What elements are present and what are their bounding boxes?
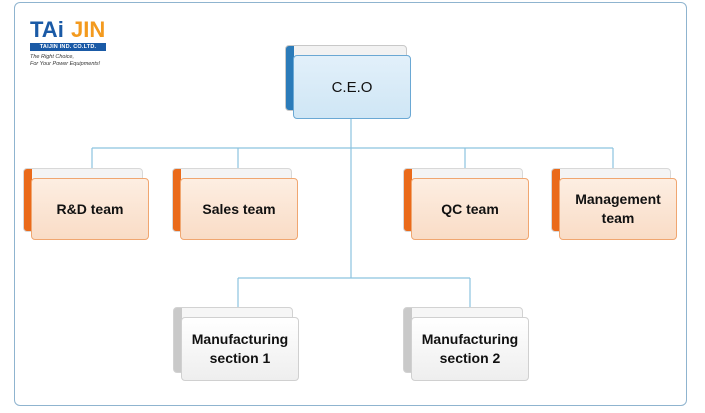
team-node-label: Management team	[559, 178, 677, 240]
logo-tagline: The Right Choice, For Your Power Equipme…	[30, 54, 100, 68]
company-logo: TAi JIN TAIJIN IND. CO.LTD. The Right Ch…	[30, 18, 120, 67]
section-node-label: Manufacturing section 2	[411, 317, 529, 381]
logo-wordmark: TAi JIN	[30, 18, 120, 42]
logo-tagline-line-1: The Right Choice,	[30, 54, 75, 60]
ceo-node-label: C.E.O	[293, 55, 411, 119]
section-node-label: Manufacturing section 1	[181, 317, 299, 381]
team-node-label: R&D team	[31, 178, 149, 240]
logo-company-bar: TAIJIN IND. CO.LTD.	[30, 43, 106, 51]
logo-tagline-line-2: For Your Power Equipments!	[30, 61, 101, 67]
team-node-label: Sales team	[180, 178, 298, 240]
team-node-label: QC team	[411, 178, 529, 240]
logo-brand-right: JIN	[71, 17, 106, 42]
logo-brand-left: TAi	[30, 17, 64, 42]
